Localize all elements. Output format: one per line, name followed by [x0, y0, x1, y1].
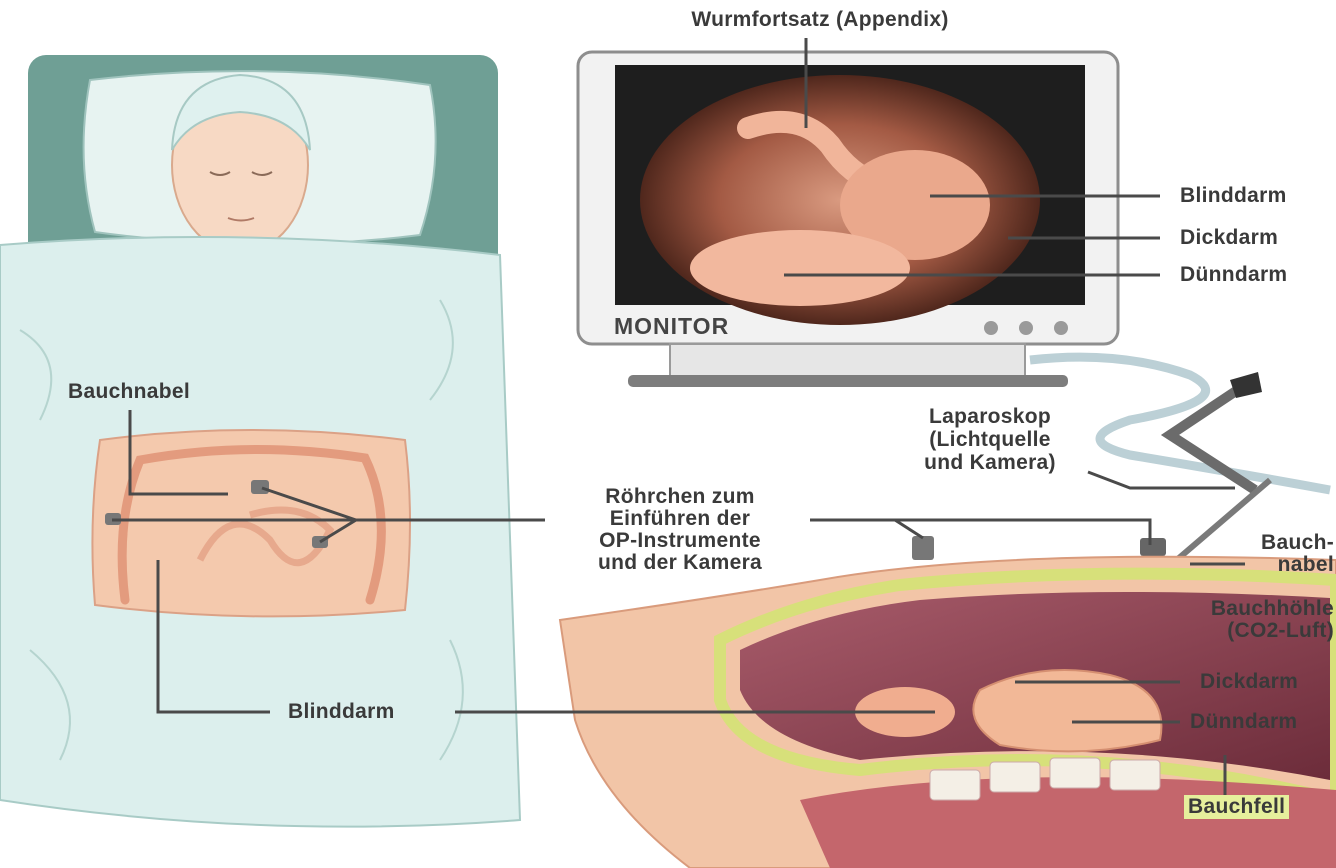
label-bauchfell: Bauchfell [1184, 795, 1290, 819]
closed-eye-left [209, 171, 231, 176]
monitor-wordmark: MONITOR [614, 313, 730, 339]
label-roehrchen-line2: Einführen der [609, 507, 751, 530]
label-bauchnabel-right-line2: nabel [1277, 553, 1334, 576]
side-port [912, 536, 934, 560]
label-bauchhoehle-line1: Bauchhöhle [1210, 597, 1334, 620]
sheet-fold-1 [19, 329, 53, 421]
sheet-fold-3 [29, 649, 71, 761]
surgical-cap [171, 73, 311, 151]
label-monitor-dickdarm: Dickdarm [1180, 226, 1279, 249]
cecum-in-view [840, 150, 990, 260]
monitor-button-2 [1019, 321, 1033, 335]
label-dickdarm-side: Dickdarm [1200, 670, 1299, 693]
scope-eyepiece [1230, 372, 1262, 398]
label-laparoskop-line1: Laparoskop [928, 405, 1052, 428]
leader-lines [112, 38, 1245, 800]
label-duenndarm-side: Dünndarm [1190, 710, 1298, 733]
leader-laparoskop [1087, 470, 1235, 490]
label-roehrchen-line4: und der Kamera [597, 551, 763, 574]
leader-bauchnabel [128, 410, 228, 496]
label-bauchnabel: Bauchnabel [68, 380, 191, 403]
label-bauchnabel-right-line1: Bauch- [1261, 531, 1334, 554]
leader-port-2 [319, 518, 357, 544]
monitor-base [628, 375, 1068, 387]
sheet-fold-4 [439, 639, 464, 761]
small-bowel-in-view [690, 230, 910, 306]
monitor-neck [669, 343, 1026, 381]
patient-bed-illustration [0, 55, 522, 828]
label-bauchhoehle-line2: (CO2-Luft) [1227, 619, 1334, 642]
small-intestine-outline [196, 506, 335, 567]
closed-eye-right [251, 171, 273, 176]
intestines-section [972, 669, 1163, 753]
scope-port [1140, 538, 1166, 556]
scope-arm [1160, 380, 1258, 495]
label-monitor-blinddarm: Blinddarm [1180, 184, 1287, 207]
leader-roehrchen-right [810, 518, 1152, 545]
vertebrae [929, 757, 1161, 801]
label-monitor-duenndarm: Dünndarm [1180, 263, 1288, 286]
label-bauchhoehle: Bauchhöhle (CO2-Luft) [1160, 598, 1334, 642]
label-roehrchen-line3: OP-Instrumente [599, 529, 761, 552]
spine-area [800, 777, 1336, 868]
label-blinddarm-bottom: Blinddarm [288, 700, 395, 723]
mouth [227, 217, 255, 222]
leader-side-port [894, 518, 924, 540]
label-laparoskop: Laparoskop (Lichtquelle und Kamera) [890, 405, 1090, 474]
label-bauchnabel-right: Bauch- nabel [1228, 532, 1334, 576]
leader-port-1 [261, 486, 357, 522]
label-appendix: Wurmfortsatz (Appendix) [691, 8, 949, 31]
monitor-button-3 [1054, 321, 1068, 335]
monitor [576, 50, 1120, 387]
leader-blinddarm-left [156, 560, 270, 714]
sheet-fold-2 [429, 299, 454, 401]
abdominal-cross-section [558, 555, 1336, 868]
label-laparoskop-line3: und Kamera) [924, 451, 1056, 474]
label-roehrchen: Röhrchen zum Einführen der OP-Instrument… [550, 486, 810, 574]
label-laparoskop-line2: (Lichtquelle [929, 428, 1051, 451]
monitor-button-1 [984, 321, 998, 335]
camera-cable [1029, 352, 1331, 495]
label-roehrchen-line1: Röhrchen zum [605, 485, 755, 508]
